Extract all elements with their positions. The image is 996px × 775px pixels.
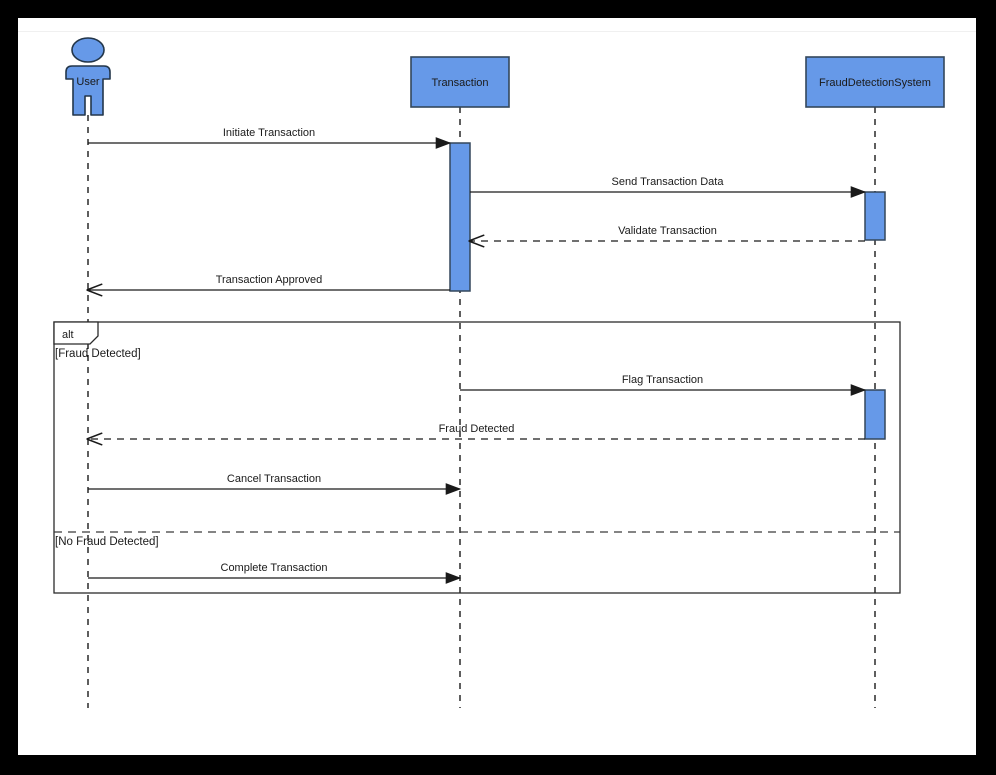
diagram-canvas[interactable]: User Transaction FraudDetectionSystem alt [… — [18, 18, 976, 755]
message-label: Send Transaction Data — [612, 176, 725, 188]
message-label: Initiate Transaction — [223, 127, 315, 139]
message-3[interactable]: Transaction Approved — [88, 274, 450, 290]
message-5[interactable]: Fraud Detected — [88, 423, 865, 439]
message-0[interactable]: Initiate Transaction — [88, 127, 452, 149]
sequence-diagram: User Transaction FraudDetectionSystem alt [… — [53, 37, 945, 708]
participant-user[interactable] — [65, 37, 111, 116]
participant-heads: User Transaction FraudDetectionSystem — [65, 37, 945, 116]
message-label: Transaction Approved — [216, 274, 323, 286]
activation-bar-fraud — [864, 389, 886, 440]
message-1[interactable]: Send Transaction Data — [470, 176, 867, 198]
activation-bars — [449, 142, 886, 440]
participant-label: User — [76, 76, 100, 88]
message-label: Complete Transaction — [221, 562, 328, 574]
message-label: Fraud Detected — [439, 423, 515, 435]
participant-fraud[interactable] — [805, 56, 945, 108]
activation-bar-fraud — [864, 191, 886, 241]
message-6[interactable]: Cancel Transaction — [88, 473, 462, 495]
message-label: Cancel Transaction — [227, 473, 321, 485]
activation-bar-transaction — [449, 142, 471, 292]
fragment-guard-label-1: [No Fraud Detected] — [55, 536, 159, 548]
message-7[interactable]: Complete Transaction — [88, 562, 462, 584]
message-2[interactable]: Validate Transaction — [470, 225, 865, 241]
alt-fragment: alt [Fraud Detected] [No Fraud Detected] — [53, 321, 901, 594]
fragment-operator-label: alt — [62, 329, 74, 341]
fragment-guard-label-0: [Fraud Detected] — [55, 348, 141, 360]
lifeline-lines — [87, 107, 876, 708]
message-label: Validate Transaction — [618, 225, 717, 237]
participant-label: FraudDetectionSystem — [819, 77, 931, 89]
message-label: Flag Transaction — [622, 374, 703, 386]
canvas-top-divider — [18, 31, 976, 32]
participant-label: Transaction — [431, 77, 488, 89]
message-4[interactable]: Flag Transaction — [460, 374, 867, 396]
participant-transaction[interactable] — [410, 56, 510, 108]
